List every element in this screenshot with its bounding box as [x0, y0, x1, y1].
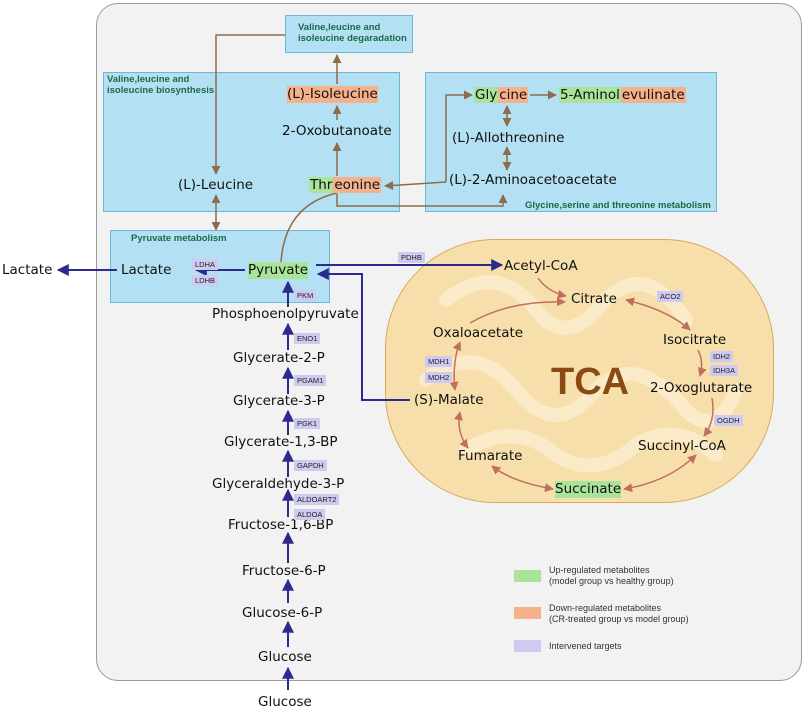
met-gap: Glyceraldehyde-3-P — [212, 476, 345, 492]
met-isocitrate: Isocitrate — [663, 332, 727, 348]
met-glycine-part-a: Gly — [474, 87, 499, 103]
arrow-threonine-glycine — [445, 90, 473, 182]
met-pyruvate: Pyruvate — [248, 262, 309, 279]
enzyme-eno1: ENO1 — [294, 333, 321, 344]
enzyme-idh2: IDH2 — [710, 351, 734, 362]
met-succinylcoa: Succinyl-CoA — [638, 438, 726, 454]
met-g6p: Glucose-6-P — [242, 605, 323, 621]
legend-swatch-target — [514, 640, 541, 652]
enzyme-aco2: ACO2 — [657, 291, 684, 302]
met-lactate-outer: Lactate — [2, 262, 53, 278]
enzyme-pdhb: PDHB — [398, 252, 425, 263]
arrow-aminoacetoacetate-threonine — [384, 180, 447, 190]
enzyme-aldoart2: ALDOART2 — [294, 494, 340, 505]
enzyme-pgam1: PGAM1 — [294, 375, 327, 386]
met-oxobutanoate: 2-Oxobutanoate — [282, 123, 392, 139]
arrow-malate-oaa — [449, 341, 462, 391]
met-g3p: Glycerate-3-P — [233, 393, 325, 409]
enzyme-ldha: LDHA — [192, 259, 219, 270]
met-malate: (S)-Malate — [414, 392, 484, 408]
arrow-oxoglutarate-succinylcoa — [703, 397, 714, 437]
met-ala-part-b: evulinate — [620, 87, 686, 103]
label-glycine: Glycine,serine and threonine metabolism — [525, 200, 711, 211]
enzyme-mdh1: MDH1 — [425, 356, 453, 367]
met-leucine: (L)-Leucine — [178, 177, 254, 193]
enzyme-ldhb: LDHB — [192, 275, 219, 286]
met-glucose-inner: Glucose — [258, 649, 312, 665]
legend-swatch-down — [514, 607, 541, 619]
met-f16bp: Fructose-1,6-BP — [228, 517, 334, 533]
met-ala-part-a: 5-Aminol — [559, 87, 621, 103]
label-pyruvate: Pyruvate metabolism — [131, 233, 227, 244]
met-citrate: Citrate — [571, 291, 617, 307]
met-pep: Phosphoenolpyruvate — [212, 306, 359, 322]
met-g2p: Glycerate-2-P — [233, 350, 325, 366]
enzyme-aldoa: ALDOA — [294, 509, 326, 520]
arrow-leucine-degradation — [211, 34, 285, 175]
arrow-malate-pyr — [316, 268, 410, 401]
enzyme-pgk1: PGK1 — [294, 418, 321, 429]
enzyme-mdh2: MDH2 — [425, 372, 453, 383]
met-fumarate: Fumarate — [458, 448, 523, 464]
arrow-acetylcoa-citrate — [537, 277, 567, 299]
arrow-threonine-aac — [336, 194, 508, 207]
enzyme-idh3a: IDH3A — [710, 365, 739, 376]
arrow-succinate-fumarate — [491, 465, 554, 493]
arrow-fumarate-malate — [454, 411, 469, 449]
met-oxoglutarate: 2-Oxoglutarate — [650, 380, 753, 396]
enzyme-gapdh: GAPDH — [294, 460, 327, 471]
arrow-oaa-citrate — [469, 297, 566, 324]
met-g13bp: Glycerate-1,3-BP — [224, 434, 338, 450]
box-degradation — [285, 15, 413, 53]
label-biosynthesis: Valine,leucine and isoleucine biosynthes… — [107, 74, 215, 96]
legend-swatch-up — [514, 570, 541, 582]
tca-label: TCA — [551, 361, 630, 403]
enzyme-pkm: PKM — [294, 290, 317, 301]
met-acetylcoa: Acetyl-CoA — [504, 258, 578, 274]
legend-text-target: Intervened targets — [549, 641, 622, 651]
legend-text-down: Down-regulated metabolites (CR-treated g… — [549, 603, 689, 624]
met-isoleucine: (L)-Isoleucine — [287, 86, 378, 103]
label-degradation: Valine,leucine and isoleucine degaradati… — [298, 22, 407, 44]
arrow-isocitrate-oxoglutarate — [697, 349, 707, 377]
arrow-pyruvate-threonine — [280, 192, 338, 263]
arrow-citrate-isocitrate — [625, 297, 691, 331]
met-oxaloacetate: Oxaloacetate — [433, 325, 524, 341]
met-glycine-part-b: cine — [498, 87, 529, 103]
met-allothreonine: (L)-Allothreonine — [452, 130, 565, 146]
cristae-decoration — [419, 275, 743, 473]
met-aminoacetoacetate: (L)-2-Aminoacetoacetate — [449, 172, 617, 188]
met-lactate-inner: Lactate — [121, 262, 172, 278]
met-succinate: Succinate — [555, 481, 622, 498]
met-f6p: Fructose-6-P — [242, 563, 326, 579]
arrow-succinylcoa-succinate — [623, 454, 697, 493]
enzyme-ogdh: OGDH — [714, 415, 743, 426]
met-glucose-outer: Glucose — [258, 694, 312, 710]
legend-text-up: Up-regulated metabolites (model group vs… — [549, 565, 674, 586]
